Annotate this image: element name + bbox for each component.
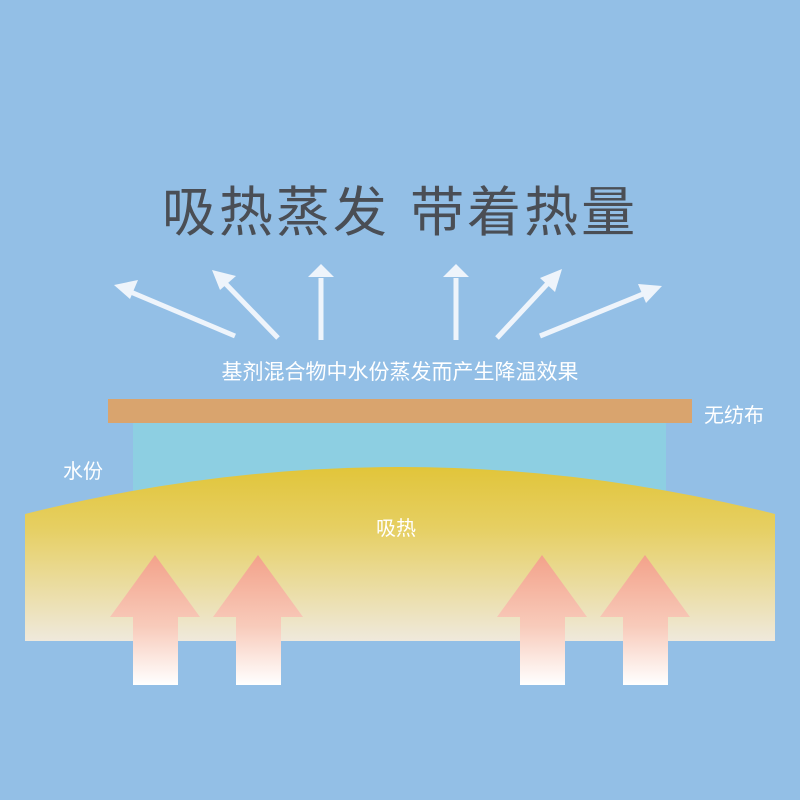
heat-absorption-label: 吸热: [376, 516, 416, 540]
heat-arrow-3: [497, 555, 587, 685]
gel-layer: [25, 467, 775, 641]
nonwoven-label: 无纺布: [704, 403, 764, 427]
vapor-arrow-far-right: [539, 284, 662, 339]
heat-arrow-1: [110, 555, 200, 685]
diagram-title: 吸热蒸发 带着热量: [161, 181, 639, 244]
vapor-arrows: [114, 264, 662, 340]
water-label: 水份: [63, 459, 103, 483]
heat-arrows: [110, 555, 690, 685]
nonwoven-layer: [108, 399, 692, 423]
vapor-arrow-left: [212, 270, 280, 340]
heat-arrow-4: [600, 555, 690, 685]
vapor-arrow-far-left: [114, 280, 236, 339]
vapor-arrow-center-right: [443, 264, 469, 340]
vapor-arrow-center-left: [308, 264, 334, 340]
heat-arrow-2: [213, 555, 303, 685]
evaporation-caption: 基剂混合物中水份蒸发而产生降温效果: [221, 360, 579, 384]
vapor-arrow-right: [495, 269, 562, 340]
